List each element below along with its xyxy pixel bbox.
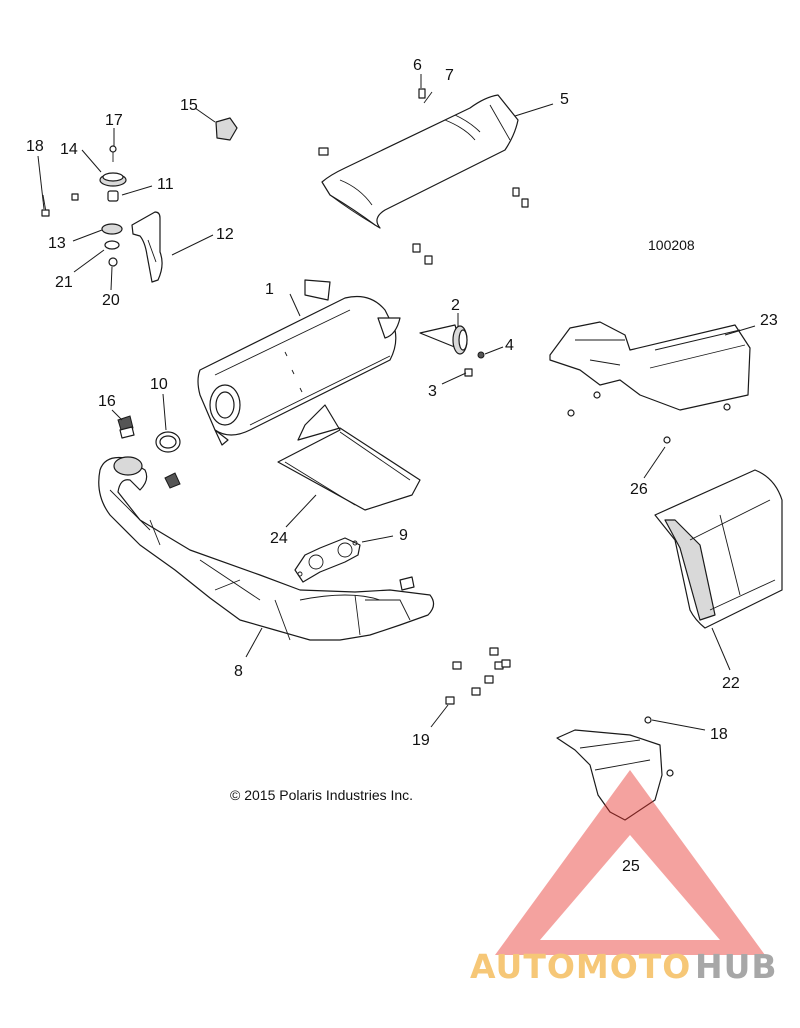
callout-14: 14 xyxy=(60,141,78,158)
callout-24: 24 xyxy=(270,530,288,547)
callout-19: 19 xyxy=(412,732,430,749)
callout-26: 26 xyxy=(630,481,648,498)
callout-21: 21 xyxy=(55,274,73,291)
callout-12: 12 xyxy=(216,226,234,243)
leader-lines xyxy=(37,74,756,731)
callout-10: 10 xyxy=(150,376,168,393)
callout-25: 25 xyxy=(622,858,640,875)
callout-7: 7 xyxy=(445,67,454,84)
head-pipe-part xyxy=(98,456,435,641)
gasket-part xyxy=(294,537,361,583)
callout-23: 23 xyxy=(760,312,778,329)
heat-shield-screws xyxy=(318,88,529,265)
skid-guard-part xyxy=(549,321,751,444)
callout-11: 11 xyxy=(157,176,174,193)
callout-4: 4 xyxy=(505,337,514,354)
spark-arrestor-part xyxy=(419,324,485,377)
drawing-number: 100208 xyxy=(648,237,695,253)
callout-20: 20 xyxy=(102,292,120,309)
callout-18-right: 18 xyxy=(710,726,728,743)
callout-5: 5 xyxy=(560,91,569,108)
callout-8: 8 xyxy=(234,663,243,680)
callout-13: 13 xyxy=(48,235,66,252)
callout-6: 6 xyxy=(413,57,422,74)
callout-labels: 1 2 3 4 5 6 7 8 9 10 11 12 13 14 15 16 1… xyxy=(26,57,778,875)
watermark-brand-part1: AUTOMOTO xyxy=(470,947,691,986)
callout-18-left: 18 xyxy=(26,138,44,155)
heat-shield-part xyxy=(321,94,519,229)
muffler-part xyxy=(197,279,401,446)
watermark-logo: AUTOMOTO HUB xyxy=(470,770,778,986)
callout-17: 17 xyxy=(105,112,123,129)
mount-hardware xyxy=(41,117,238,283)
sensor-and-clamp-parts xyxy=(117,415,181,489)
warning-triangle-logo-icon xyxy=(495,770,765,955)
cover-bracket-part xyxy=(556,716,674,821)
callout-3: 3 xyxy=(428,383,437,400)
callout-2: 2 xyxy=(451,297,460,314)
callout-9: 9 xyxy=(399,527,408,544)
side-panel-part xyxy=(654,469,783,629)
copyright-notice: © 2015 Polaris Industries Inc. xyxy=(230,787,413,803)
bolt-set-part xyxy=(445,647,511,705)
callout-15: 15 xyxy=(180,97,198,114)
deflector-part xyxy=(277,404,421,511)
callout-1: 1 xyxy=(265,281,274,298)
callout-22: 22 xyxy=(722,675,740,692)
callout-16: 16 xyxy=(98,393,116,410)
watermark-brand-part2: HUB xyxy=(695,947,778,986)
